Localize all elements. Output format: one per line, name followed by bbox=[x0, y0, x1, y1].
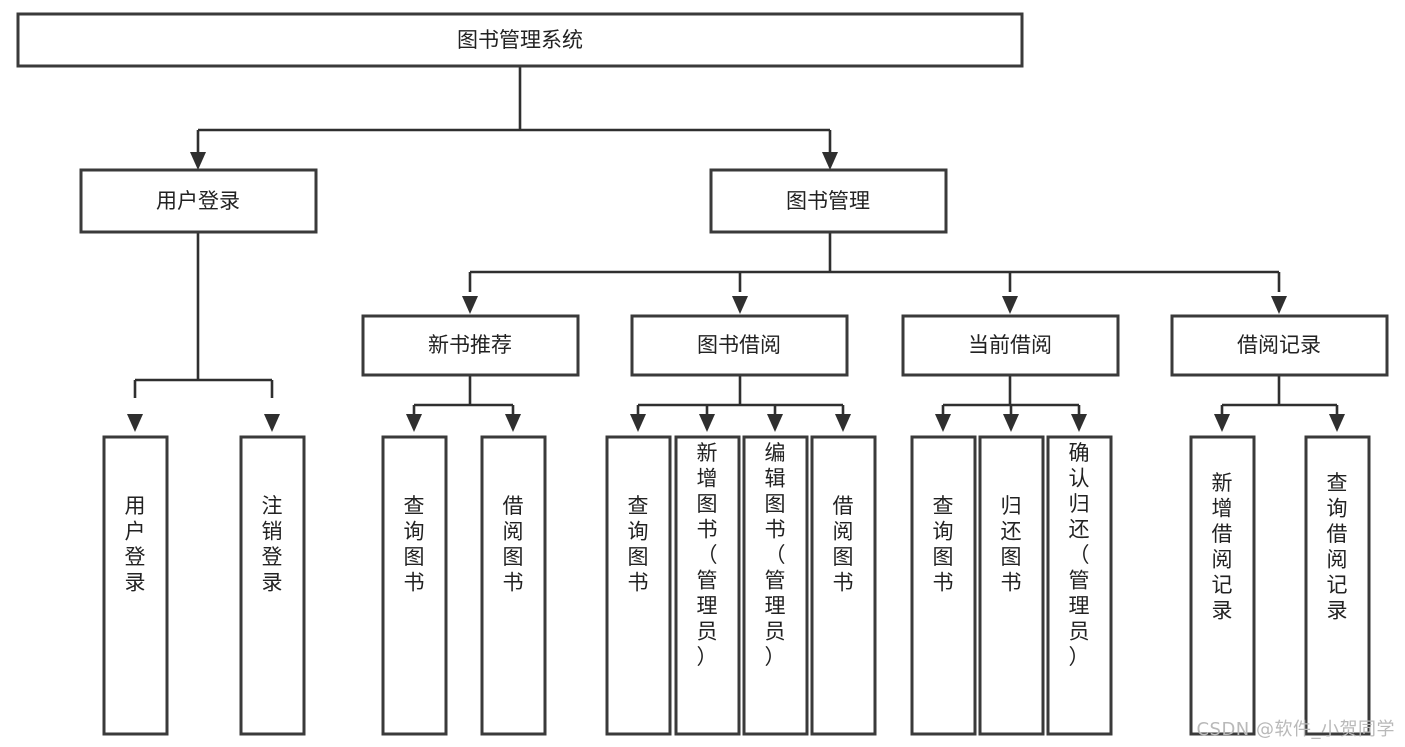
node-new-book-recommend[interactable]: 新书推荐 bbox=[361, 314, 580, 377]
arrow-to-leaf-query-book-2 bbox=[630, 414, 646, 432]
leaf-add-book-box[interactable] bbox=[674, 435, 741, 736]
node-root[interactable]: 图书管理系统 bbox=[16, 12, 1024, 68]
leaf-query-book-3-label: 查询图书 bbox=[933, 494, 954, 595]
arrow-to-book-borrow bbox=[732, 296, 748, 314]
node-current-borrow-box[interactable] bbox=[901, 314, 1120, 377]
leaf-borrow-book-2-label: 借阅图书 bbox=[833, 494, 854, 595]
arrow-to-leaf-add-record bbox=[1214, 414, 1230, 432]
arrow-to-leaf-confirm-return bbox=[1071, 414, 1087, 432]
leaf-edit-book-label: 编辑图书（管理员） bbox=[765, 441, 786, 669]
leaf-add-record-label: 新增借阅记录 bbox=[1212, 471, 1233, 623]
leaf-user-logout-box[interactable] bbox=[239, 435, 306, 736]
leaf-user-login[interactable]: 用户登录 bbox=[102, 435, 169, 736]
leaf-borrow-book-1[interactable]: 借阅图书 bbox=[480, 435, 547, 736]
node-book-manage[interactable]: 图书管理 bbox=[709, 168, 948, 234]
leaf-add-record[interactable]: 新增借阅记录 bbox=[1189, 435, 1256, 736]
node-root-label: 图书管理系统 bbox=[457, 28, 583, 52]
node-user-login-box[interactable] bbox=[79, 168, 318, 234]
connector-root-to-level2 bbox=[190, 66, 838, 170]
node-new-book-recommend-box[interactable] bbox=[361, 314, 580, 377]
connector-book-borrow-to-leaves bbox=[630, 375, 851, 432]
leaf-query-book-3-box[interactable] bbox=[910, 435, 977, 736]
leaf-return-book[interactable]: 归还图书 bbox=[978, 435, 1045, 736]
arrow-to-leaf-query-record bbox=[1329, 414, 1345, 432]
leaf-return-book-box[interactable] bbox=[978, 435, 1045, 736]
leaf-add-book[interactable]: 新增图书（管理员） bbox=[674, 435, 741, 736]
leaf-borrow-book-2[interactable]: 借阅图书 bbox=[810, 435, 877, 736]
connector-current-borrow-to-leaves bbox=[935, 375, 1087, 432]
node-current-borrow[interactable]: 当前借阅 bbox=[901, 314, 1120, 377]
arrow-to-current-borrow bbox=[1002, 296, 1018, 314]
arrow-to-borrow-record bbox=[1271, 296, 1287, 314]
leaf-borrow-book-2-box[interactable] bbox=[810, 435, 877, 736]
leaf-user-logout[interactable]: 注销登录 bbox=[239, 435, 306, 736]
leaf-add-book-label: 新增图书（管理员） bbox=[697, 441, 718, 669]
arrow-to-new-book-recommend bbox=[462, 296, 478, 314]
leaf-edit-book-box[interactable] bbox=[742, 435, 809, 736]
leaf-borrow-book-1-box[interactable] bbox=[480, 435, 547, 736]
arrow-to-leaf-user-logout bbox=[264, 414, 280, 432]
arrow-to-leaf-borrow-book-2 bbox=[835, 414, 851, 432]
leaf-query-book-1-label: 查询图书 bbox=[404, 494, 425, 595]
node-book-borrow-box[interactable] bbox=[630, 314, 849, 377]
leaf-query-book-2[interactable]: 查询图书 bbox=[605, 435, 672, 736]
arrow-to-user-login bbox=[190, 152, 206, 170]
leaf-edit-book[interactable]: 编辑图书（管理员） bbox=[742, 435, 809, 736]
leaf-query-book-2-box[interactable] bbox=[605, 435, 672, 736]
arrow-to-leaf-query-book-1 bbox=[406, 414, 422, 432]
leaf-user-login-label: 用户登录 bbox=[125, 494, 146, 595]
node-new-book-recommend-label: 新书推荐 bbox=[428, 333, 512, 357]
leaf-borrow-book-1-label: 借阅图书 bbox=[503, 494, 524, 595]
leaf-query-record[interactable]: 查询借阅记录 bbox=[1304, 435, 1371, 736]
arrow-to-leaf-return-book bbox=[1003, 414, 1019, 432]
leaf-query-book-2-label: 查询图书 bbox=[628, 494, 649, 595]
leaf-add-record-box[interactable] bbox=[1189, 435, 1256, 736]
node-borrow-record-box[interactable] bbox=[1170, 314, 1389, 377]
arrow-to-leaf-query-book-3 bbox=[935, 414, 951, 432]
arrow-to-leaf-edit-book bbox=[767, 414, 783, 432]
node-user-login[interactable]: 用户登录 bbox=[79, 168, 318, 234]
leaf-query-record-label: 查询借阅记录 bbox=[1327, 471, 1348, 623]
node-current-borrow-label: 当前借阅 bbox=[968, 333, 1052, 357]
leaf-confirm-return-box[interactable] bbox=[1046, 435, 1113, 736]
leaf-query-book-1-box[interactable] bbox=[381, 435, 448, 736]
arrow-to-leaf-borrow-book-1 bbox=[505, 414, 521, 432]
arrow-to-leaf-add-book bbox=[699, 414, 715, 432]
leaf-query-record-box[interactable] bbox=[1304, 435, 1371, 736]
node-book-manage-label: 图书管理 bbox=[786, 189, 870, 213]
connector-borrow-record-to-leaves bbox=[1214, 375, 1345, 432]
node-book-borrow-label: 图书借阅 bbox=[697, 333, 781, 357]
leaf-query-book-1[interactable]: 查询图书 bbox=[381, 435, 448, 736]
leaf-user-login-box[interactable] bbox=[102, 435, 169, 736]
node-borrow-record[interactable]: 借阅记录 bbox=[1170, 314, 1389, 377]
connector-user-login-to-leaves bbox=[127, 232, 280, 432]
connector-book-manage-to-level3 bbox=[462, 232, 1287, 314]
leaf-user-logout-label: 注销登录 bbox=[262, 494, 283, 595]
node-user-login-label: 用户登录 bbox=[156, 189, 240, 213]
node-borrow-record-label: 借阅记录 bbox=[1237, 333, 1321, 357]
leaf-confirm-return[interactable]: 确认归还（管理员） bbox=[1046, 435, 1113, 736]
leaf-confirm-return-label: 确认归还（管理员） bbox=[1069, 441, 1090, 669]
connector-new-book-recommend-to-leaves bbox=[406, 375, 521, 432]
arrow-to-leaf-user-login bbox=[127, 414, 143, 432]
arrow-to-book-manage bbox=[822, 152, 838, 170]
node-root-box[interactable] bbox=[16, 12, 1024, 68]
node-book-borrow[interactable]: 图书借阅 bbox=[630, 314, 849, 377]
leaf-query-book-3[interactable]: 查询图书 bbox=[910, 435, 977, 736]
leaf-return-book-label: 归还图书 bbox=[1001, 494, 1022, 595]
node-book-manage-box[interactable] bbox=[709, 168, 948, 234]
